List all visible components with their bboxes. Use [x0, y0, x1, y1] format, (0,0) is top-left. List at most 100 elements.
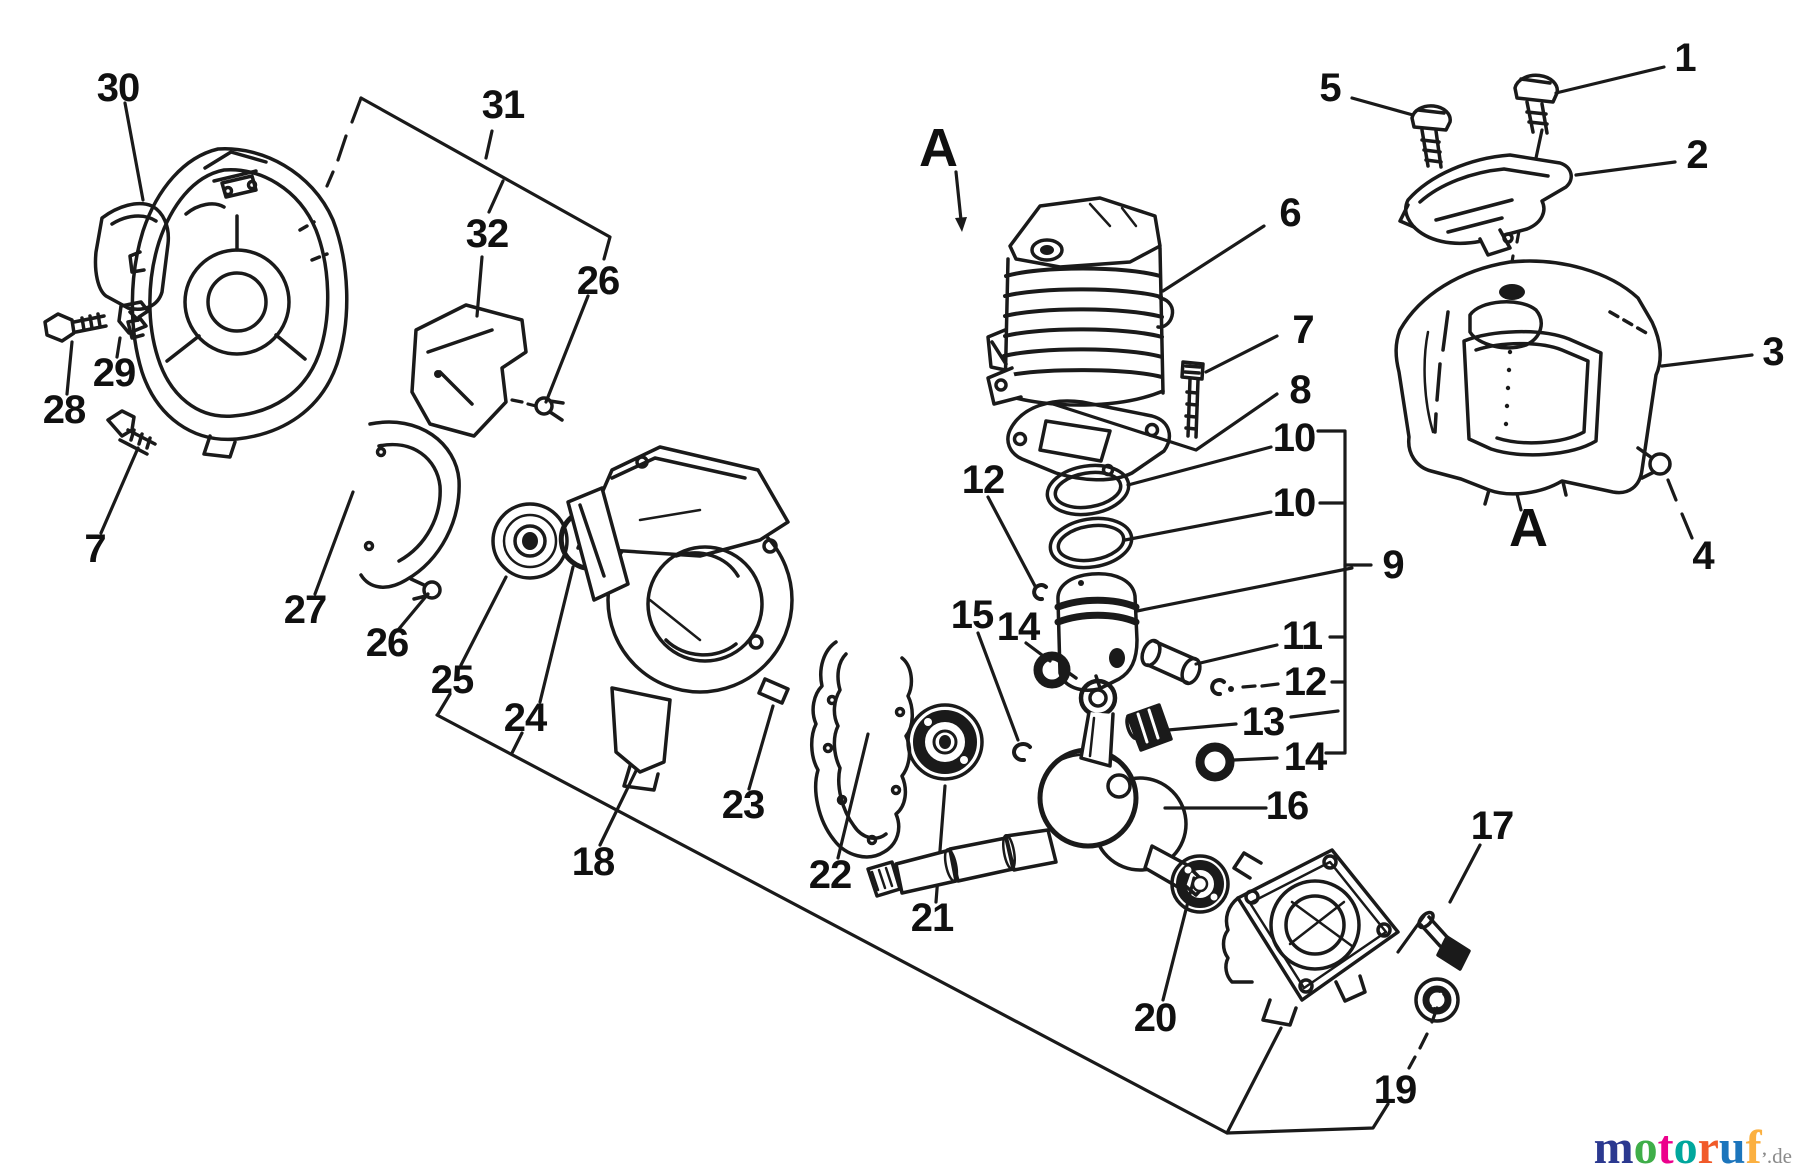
leader-26-top — [544, 294, 590, 404]
leader-29 — [115, 336, 122, 359]
leader-12-dot — [1228, 686, 1234, 692]
leader-31-main — [359, 96, 612, 261]
part-callout-label-16: 16 — [1265, 784, 1309, 828]
part-15-clip — [1012, 742, 1032, 763]
part-callout-label-11: 11 — [1281, 614, 1323, 658]
part-callout-label-4: 4 — [1692, 534, 1714, 578]
leader-15 — [976, 631, 1020, 742]
part-28-screw — [43, 312, 108, 343]
leader-6 — [1161, 224, 1266, 293]
part-callout-label-10a: 10 — [1272, 416, 1316, 460]
logo-letter: m — [1593, 1121, 1634, 1174]
part-10-ring-upper — [1045, 463, 1131, 517]
part-6-cylinder — [986, 196, 1175, 407]
part-callout-label-12-left: 12 — [961, 458, 1005, 502]
part-callout-label-9: 9 — [1382, 543, 1404, 587]
part-callout-label-18: 18 — [571, 840, 615, 884]
part-callout-label-27: 27 — [283, 588, 327, 632]
part-21-bearing — [906, 703, 984, 781]
leader-5 — [1350, 96, 1415, 117]
part-32-cover — [410, 303, 528, 438]
part-8-gasket — [1006, 399, 1172, 482]
motoruf-logo-tick: ’ — [1761, 1150, 1767, 1167]
part-26-screw-mid — [409, 577, 442, 601]
part-callout-label-17: 17 — [1470, 804, 1514, 848]
leader-lines — [65, 65, 1754, 1135]
logo-letter: f — [1745, 1121, 1762, 1174]
leader-7-right — [1204, 334, 1279, 374]
part-callout-label-24: 24 — [503, 696, 547, 740]
part-callout-label-1: 1 — [1674, 36, 1696, 80]
leader-4 — [1666, 478, 1694, 540]
part-31-fan-housing — [126, 147, 349, 459]
leader-2 — [1574, 160, 1677, 177]
part-callout-label-15: 15 — [950, 593, 994, 637]
logo-letter: r — [1697, 1121, 1719, 1174]
part-7-left-bolt — [106, 409, 157, 456]
part-bearing-right-end — [1170, 854, 1230, 914]
part-callout-label-7-right: 7 — [1292, 308, 1314, 352]
part-callout-marker-a-bottom: A — [1509, 498, 1548, 558]
part-7-right-bolt — [1180, 360, 1205, 439]
part-14-seal-right — [1195, 742, 1235, 782]
motoruf-logo-word: motoruf — [1594, 1124, 1762, 1172]
part-25-bearing — [491, 502, 569, 580]
part-4-screw — [1636, 446, 1672, 480]
leader-24 — [538, 565, 575, 704]
logo-letter: o — [1673, 1121, 1698, 1174]
part-10-ring-lower — [1048, 516, 1134, 570]
leader-17 — [1448, 843, 1482, 904]
motoruf-logo-suffix: .de — [1766, 1144, 1792, 1168]
leader-3 — [1660, 353, 1754, 368]
marker-a-top-arrowhead — [955, 217, 967, 232]
marker-a-top-arrow — [954, 170, 963, 222]
leader-25 — [459, 575, 508, 667]
ladder-branch-20 — [1225, 1026, 1283, 1135]
part-23-pin — [757, 677, 790, 705]
part-callout-label-28: 28 — [42, 388, 86, 432]
part-callout-label-29: 29 — [92, 351, 136, 395]
leader-12-left — [986, 495, 1037, 588]
logo-letter: u — [1718, 1121, 1746, 1174]
ladder-line — [435, 713, 1390, 1135]
part-callout-label-10b: 10 — [1272, 481, 1316, 525]
part-3-cover — [1394, 259, 1662, 506]
leader-1 — [1554, 65, 1666, 95]
part-callout-label-14-left: 14 — [996, 605, 1040, 649]
part-13-needle-bearing — [1125, 703, 1173, 752]
part-callout-label-31: 31 — [481, 83, 525, 127]
part-callout-label-3: 3 — [1762, 330, 1784, 374]
part-26-screw-top — [534, 396, 565, 422]
ladder-tick-25 — [436, 692, 452, 716]
part-29-clip — [117, 300, 150, 335]
assembly-dashes-26top — [510, 398, 538, 408]
leader-10b — [1123, 510, 1273, 542]
leader-28 — [65, 340, 74, 396]
leader-30 — [123, 101, 145, 202]
logo-letter: t — [1657, 1121, 1674, 1174]
part-5-screw — [1410, 104, 1452, 169]
part-20-crankcase-right — [1221, 848, 1400, 1027]
part-callout-label-26-top: 26 — [576, 259, 620, 303]
part-callout-label-20: 20 — [1133, 996, 1177, 1040]
motoruf-logo: motoruf’.de — [1594, 1124, 1792, 1172]
part-17-bolt — [1417, 910, 1471, 971]
part-callout-label-21: 21 — [910, 896, 954, 940]
part-callout-label-6: 6 — [1279, 191, 1301, 235]
part-11-wrist-pin — [1140, 638, 1202, 686]
leader-11 — [1194, 643, 1279, 666]
part-callout-label-13: 13 — [1241, 700, 1285, 744]
part-callout-label-23: 23 — [721, 783, 765, 827]
part-12-clip-right — [1210, 678, 1226, 697]
part-callout-label-7-left: 7 — [84, 527, 106, 571]
part-callout-label-14-right: 14 — [1283, 735, 1327, 779]
part-30-deflector — [93, 201, 171, 311]
leader-27 — [313, 490, 355, 596]
part-callout-marker-a-top: A — [919, 118, 958, 178]
part-18-crankcase-left — [566, 445, 794, 792]
part-27-guard — [359, 420, 461, 589]
part-14-seal-left — [1033, 651, 1071, 689]
part-2-bracket — [1398, 153, 1573, 257]
part-callout-label-22: 22 — [808, 853, 852, 897]
leader-9 — [1130, 566, 1354, 614]
